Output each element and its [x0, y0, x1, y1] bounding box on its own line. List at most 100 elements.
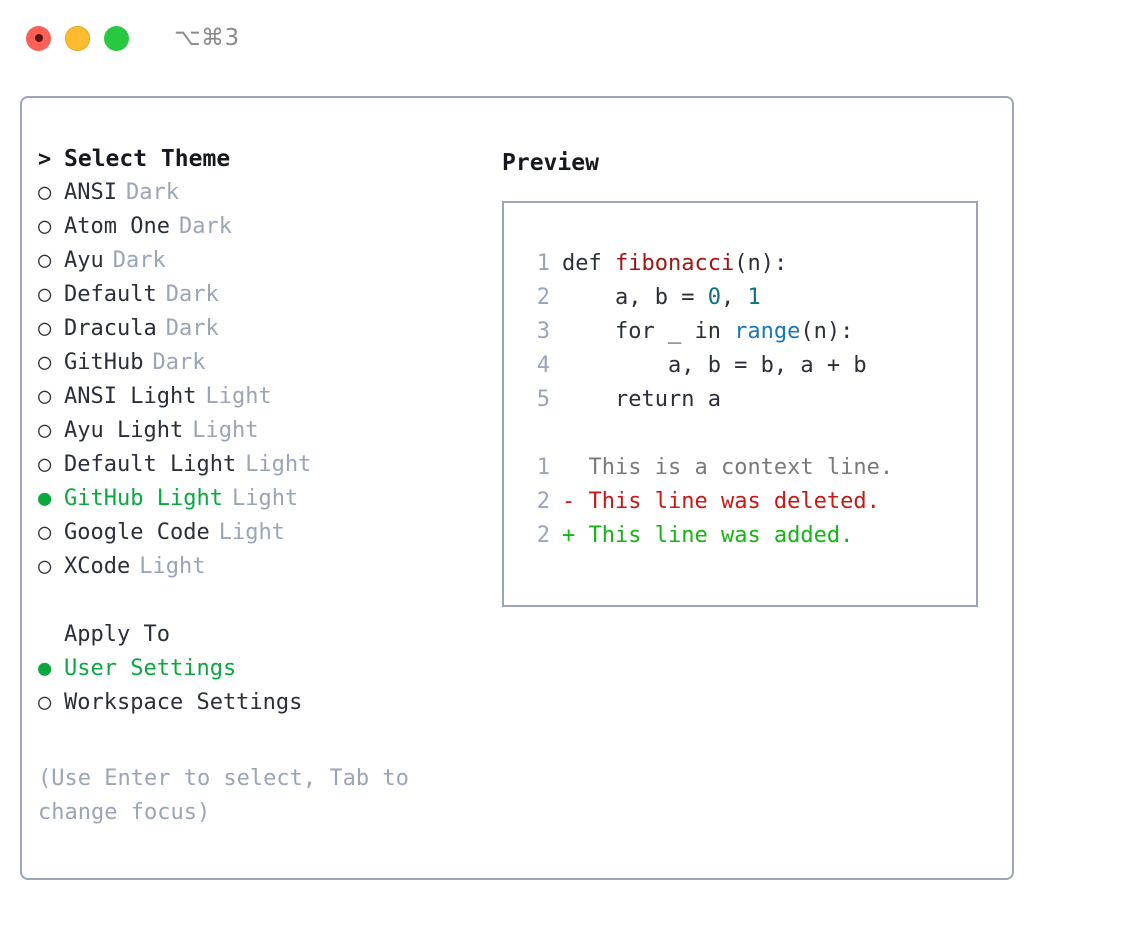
- theme-option-ansi-light[interactable]: ○ ANSI Light Light: [38, 384, 488, 418]
- code-token-number: 1: [747, 285, 761, 310]
- diff-sign: +: [562, 523, 589, 548]
- title-bar: ⌥⌘3: [0, 0, 1140, 76]
- zoom-button[interactable]: [104, 25, 129, 51]
- code-line: 1 def fibonacci(n):: [522, 251, 976, 285]
- theme-name: ANSI: [64, 180, 117, 205]
- line-number: 3: [536, 319, 550, 344]
- theme-category: Dark: [112, 248, 166, 273]
- preview-title: Preview: [502, 150, 599, 176]
- code-token: (n):: [734, 251, 788, 276]
- code-token: (n):: [800, 319, 854, 344]
- theme-option-ayu-dark[interactable]: ○ Ayu Dark: [38, 248, 488, 282]
- theme-name: Google Code: [64, 520, 210, 545]
- radio-icon[interactable]: ○: [38, 520, 52, 545]
- theme-option-atom-one-dark[interactable]: ○ Atom One Dark: [38, 214, 488, 248]
- radio-icon[interactable]: ○: [38, 282, 52, 307]
- code-line: 2 a, b = 0, 1: [522, 285, 976, 319]
- theme-option-default-dark[interactable]: ○ Default Dark: [38, 282, 488, 316]
- apply-to-option-workspace-settings[interactable]: ○ Workspace Settings: [38, 690, 488, 724]
- theme-category: Dark: [165, 282, 219, 307]
- radio-icon[interactable]: ○: [38, 418, 52, 443]
- section-spacer: [38, 588, 488, 622]
- radio-icon[interactable]: ○: [38, 452, 52, 477]
- code-token-function: fibonacci: [614, 251, 735, 276]
- diff-spacer: [522, 421, 976, 455]
- theme-option-github-light[interactable]: ● GitHub Light Light: [38, 486, 488, 520]
- keyboard-hint: (Use Enter to select, Tab to change focu…: [38, 766, 409, 825]
- code-token: for _ in: [562, 319, 735, 344]
- radio-icon[interactable]: ○: [38, 214, 52, 239]
- code-line: 3 for _ in range(n):: [522, 319, 976, 353]
- diff-text: This is a context line.: [588, 455, 894, 480]
- apply-to-option-user-settings[interactable]: ● User Settings: [38, 656, 488, 690]
- theme-name: Atom One: [64, 214, 170, 239]
- code-token-number: 0: [707, 285, 721, 310]
- apply-to-option-label: Workspace Settings: [64, 690, 303, 715]
- radio-icon[interactable]: ○: [38, 316, 52, 341]
- theme-category: Light: [205, 384, 272, 409]
- theme-category: Light: [192, 418, 259, 443]
- line-number: 4: [536, 353, 550, 378]
- theme-option-default-light[interactable]: ○ Default Light Light: [38, 452, 488, 486]
- select-theme-header: > Select Theme: [38, 146, 488, 180]
- theme-name: GitHub: [64, 350, 144, 375]
- close-button[interactable]: [26, 25, 51, 51]
- radio-icon[interactable]: ○: [38, 690, 52, 715]
- radio-icon[interactable]: ○: [38, 384, 52, 409]
- prompt-icon: >: [38, 147, 52, 172]
- theme-option-github-dark[interactable]: ○ GitHub Dark: [38, 350, 488, 384]
- theme-option-ansi-dark[interactable]: ○ ANSI Dark: [38, 180, 488, 214]
- line-number: 2: [536, 489, 550, 514]
- theme-name: Ayu Light: [64, 418, 184, 443]
- radio-icon-selected[interactable]: ●: [38, 656, 52, 681]
- diff-text: This line was added.: [588, 523, 854, 548]
- radio-icon[interactable]: ○: [38, 248, 52, 273]
- apply-to-header: ○ Apply To: [38, 622, 488, 656]
- theme-picker: > Select Theme ○ ANSI Dark ○ Atom One Da…: [38, 146, 488, 724]
- radio-icon[interactable]: ○: [38, 350, 52, 375]
- radio-icon[interactable]: ○: [38, 554, 52, 579]
- line-number: 1: [536, 251, 550, 276]
- spacer-icon: ○: [38, 622, 64, 647]
- window-controls: [26, 25, 129, 51]
- theme-category: Dark: [125, 180, 179, 205]
- theme-name: Dracula: [64, 316, 157, 341]
- diff-line-deleted: 2 - This line was deleted.: [522, 489, 976, 523]
- preview-section: Preview 1 def fibonacci(n): 2 a, b = 0, …: [502, 146, 992, 607]
- theme-category: Light: [231, 486, 299, 511]
- line-number: 1: [536, 455, 550, 480]
- keyboard-shortcut-label: ⌥⌘3: [174, 25, 240, 51]
- code-token: ,: [720, 285, 748, 310]
- theme-option-xcode-light[interactable]: ○ XCode Light: [38, 554, 488, 588]
- theme-category: Light: [218, 520, 285, 545]
- diff-line-added: 2 + This line was added.: [522, 523, 976, 557]
- theme-name: XCode: [64, 554, 131, 579]
- line-number: 2: [536, 523, 550, 548]
- diff-line-context: 1 This is a context line.: [522, 455, 976, 489]
- code-line: 4 a, b = b, a + b: [522, 353, 976, 387]
- code-token-builtin: range: [734, 319, 801, 344]
- diff-text: This line was deleted.: [588, 489, 880, 514]
- theme-option-ayu-light[interactable]: ○ Ayu Light Light: [38, 418, 488, 452]
- theme-name: ANSI Light: [64, 384, 197, 409]
- apply-to-option-label: User Settings: [64, 656, 237, 681]
- code-token: return a: [562, 387, 721, 412]
- code-token: a, b = b, a + b: [562, 353, 867, 378]
- apply-to-label: Apply To: [64, 622, 170, 647]
- code-token: a, b =: [562, 285, 708, 310]
- radio-icon-selected[interactable]: ●: [38, 486, 52, 511]
- line-number: 5: [536, 387, 550, 412]
- theme-option-dracula-dark[interactable]: ○ Dracula Dark: [38, 316, 488, 350]
- radio-icon[interactable]: ○: [38, 180, 52, 205]
- theme-name: Ayu: [64, 248, 104, 273]
- code-token: def: [562, 251, 615, 276]
- theme-name: Default: [64, 282, 157, 307]
- theme-category: Light: [139, 554, 206, 579]
- code-line: 5 return a: [522, 387, 976, 421]
- theme-category: Light: [245, 452, 312, 477]
- diff-sign: [562, 455, 589, 480]
- minimize-button[interactable]: [65, 25, 90, 51]
- diff-sign: -: [562, 489, 589, 514]
- theme-option-google-code-light[interactable]: ○ Google Code Light: [38, 520, 488, 554]
